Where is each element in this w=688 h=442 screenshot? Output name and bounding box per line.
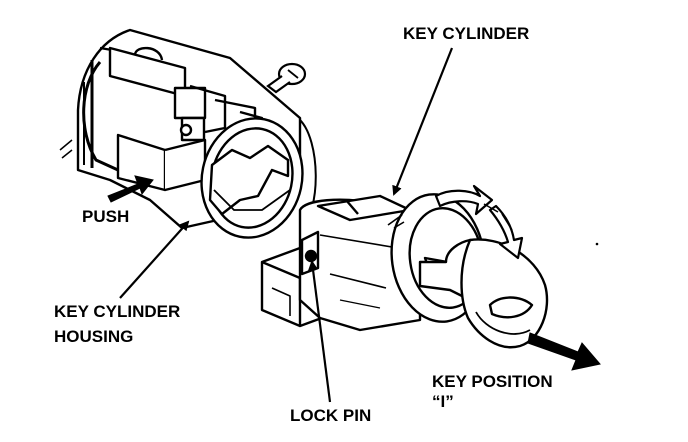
pull-arrow-drawing (528, 333, 600, 370)
key-cylinder-housing-drawing (60, 30, 316, 247)
push-arrow-drawing (108, 176, 153, 202)
leader-lines (120, 48, 452, 402)
key-position-label-line2: “I” (432, 392, 454, 411)
speck (595, 242, 599, 246)
key-cylinder-housing-label-line2: HOUSING (54, 327, 134, 346)
push-label: PUSH (82, 207, 130, 226)
lock-pin-label: LOCK PIN (290, 406, 372, 425)
screw-drawing (268, 64, 305, 92)
key-cylinder-housing-label-line1: KEY CYLINDER (54, 302, 181, 321)
key-cylinder-label: KEY CYLINDER (403, 24, 530, 43)
rotation-arrow-drawing (436, 186, 522, 258)
key-position-label-line1: KEY POSITION (432, 372, 553, 391)
key-drawing (420, 239, 547, 347)
